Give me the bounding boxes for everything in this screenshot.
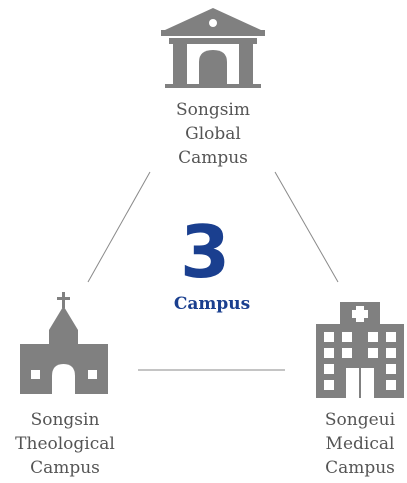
campus-label-songsin: Songsin Theological Campus [4,408,126,480]
church-icon [20,292,108,394]
museum-building-icon [161,8,265,88]
campus-name-line: Songeui [324,410,396,430]
campus-name-line: Medical [325,434,395,454]
hospital-building-icon [316,302,404,398]
campus-count-label: Campus [173,294,251,314]
campus-name-line: Songsim [176,100,250,120]
campus-count: 3 [179,210,231,294]
campus-label-songsim: Songsim Global Campus [160,98,266,170]
campus-label-songeui: Songeui Medical Campus [312,408,407,480]
campus-name-line: Theological [15,434,115,454]
connector-top-right [274,171,339,283]
campus-name-line: Global [185,124,241,144]
campus-name-line: Campus [178,148,248,168]
campus-name-line: Campus [30,458,100,478]
connector-top-left [87,171,151,283]
campus-name-line: Campus [325,458,395,478]
campus-name-line: Songsin [30,410,100,430]
